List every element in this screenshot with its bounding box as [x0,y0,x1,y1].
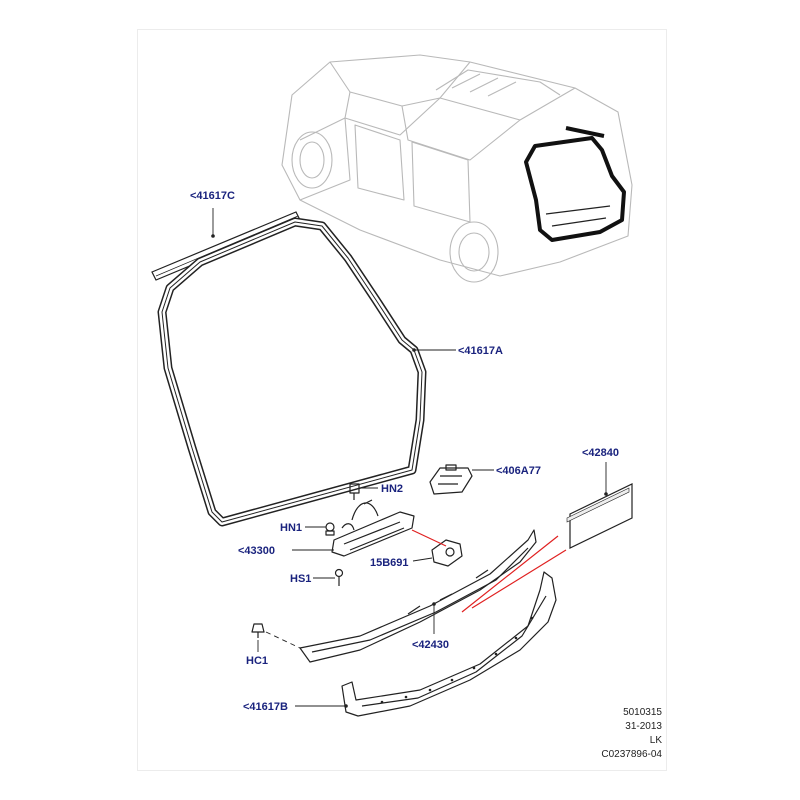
part-HN2-nut [349,483,360,500]
hc1-alignment-line [265,631,301,649]
callout-41617A: <41617A [458,345,503,357]
callout-43300: <43300 [238,545,275,557]
part-41617B-lower-seal [341,571,557,717]
callout-HC1: HC1 [246,655,268,667]
reference-code: 5010315 [623,707,662,718]
callout-41617C: <41617C [190,190,235,202]
part-HC1-clip [251,623,265,638]
vehicle-illustration [281,54,633,283]
callout-42430: <42430 [412,639,449,651]
reference-illustration-id: C0237896-04 [601,749,662,760]
installation-lines [411,529,567,613]
part-HN1-nut [325,522,335,536]
part-41617C-strip [151,211,301,281]
reference-date: 31-2013 [625,721,662,732]
part-43300-switch-assembly [331,499,415,557]
callout-406A77: <406A77 [496,465,541,477]
callout-HN1: HN1 [280,522,302,534]
part-406A77-latch [429,464,473,495]
part-42840-panel [566,483,633,549]
callout-HS1: HS1 [290,573,311,585]
leader-lines [211,208,608,708]
diagram-sheet [138,30,666,770]
part-HS1-screw [334,568,344,586]
part-41617A-seal [157,217,427,527]
callout-HN2: HN2 [381,483,403,495]
callout-41617B: <41617B [243,701,288,713]
reference-block: 5010315 31-2013 LK C0237896-04 [601,707,662,760]
part-42430-finisher [299,529,537,663]
part-15B691-camera [431,539,463,567]
callout-15B691: 15B691 [370,557,409,569]
vehicle-tailgate-seal [524,136,626,242]
callout-42840: <42840 [582,447,619,459]
reference-market: LK [650,735,663,746]
